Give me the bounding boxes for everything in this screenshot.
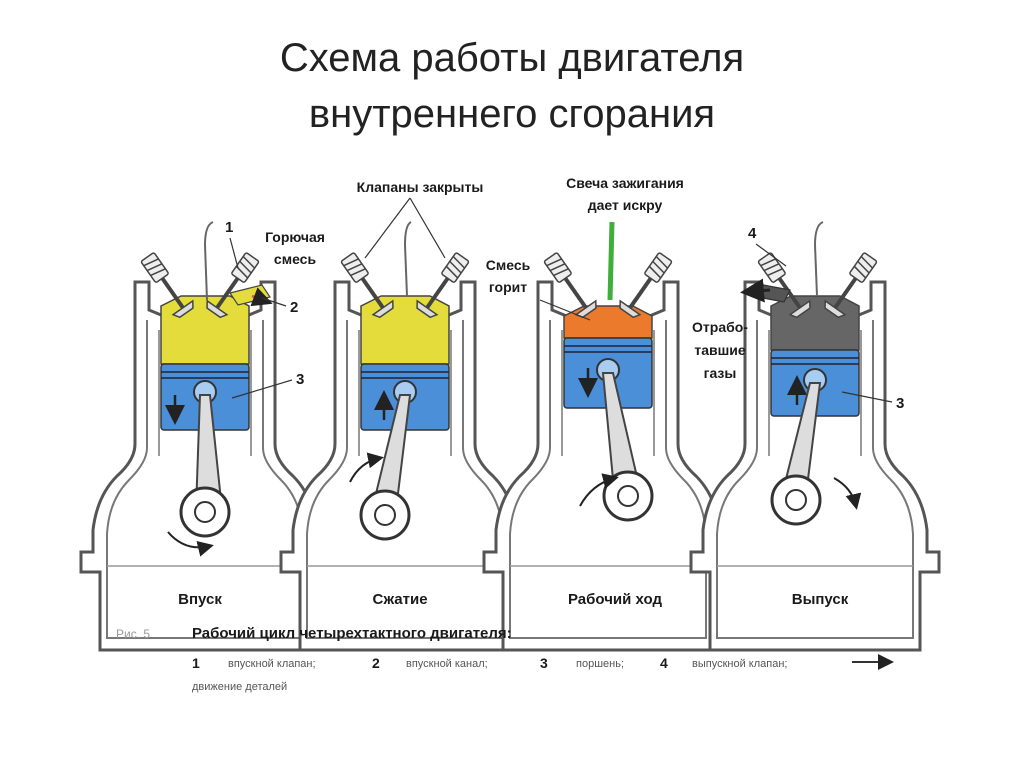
- slide-title: Схема работы двигателя внутреннего сгора…: [0, 30, 1024, 142]
- title-line-1: Схема работы двигателя: [279, 36, 745, 80]
- label-number-3-right: 3: [896, 395, 904, 412]
- cylinder-power: [482, 221, 734, 652]
- label-burning-line-1: Смесь: [486, 257, 531, 273]
- annotation-exhaust-gases: Отрабо- тавшие газы: [692, 319, 748, 381]
- mixture-compression: [360, 295, 450, 365]
- cylinder-intake: [79, 221, 331, 652]
- label-fuel-line-1: Горючая: [265, 229, 325, 245]
- label-number-3-left: 3: [296, 371, 304, 388]
- legend-number-2: 2: [372, 655, 380, 671]
- figure-prefix: Рис. 5: [116, 627, 150, 641]
- legend-text-3: поршень;: [576, 658, 624, 670]
- legend-text-4: выпускной клапан;: [692, 658, 787, 670]
- legend-number-1: 1: [192, 655, 200, 671]
- caption-compression: Сжатие: [372, 591, 427, 608]
- cylinder-exhaust: [689, 221, 941, 652]
- legend-number-3: 3: [540, 655, 548, 671]
- annotation-spark: Свеча зажигания дает искру: [566, 175, 684, 213]
- spark-plug: [607, 221, 615, 301]
- title-line-2: внутреннего сгорания: [308, 92, 716, 136]
- figure-caption: Рис. 5 Рабочий цикл четырехтактного двиг…: [116, 625, 894, 693]
- label-exhaust-line-2: тавшие: [694, 342, 746, 358]
- label-exhaust-line-3: газы: [704, 365, 737, 381]
- annotation-fuel-mixture: Горючая смесь: [265, 229, 325, 267]
- label-number-2: 2: [290, 299, 298, 316]
- legend-number-4: 4: [660, 655, 668, 671]
- caption-intake: Впуск: [178, 591, 222, 608]
- mixture-power: [563, 305, 653, 339]
- label-burning-line-2: горит: [489, 279, 527, 295]
- annotation-burning-mixture: Смесь горит: [486, 257, 591, 321]
- mixture-intake: [160, 295, 250, 365]
- caption-exhaust: Выпуск: [792, 591, 849, 608]
- mixture-exhaust: [770, 295, 860, 351]
- label-fuel-line-2: смесь: [274, 251, 317, 267]
- figure-title: Рабочий цикл четырехтактного двигателя:: [192, 625, 512, 642]
- legend-text-1: впускной клапан;: [228, 658, 316, 670]
- label-spark-line-2: дает искру: [588, 197, 663, 213]
- legend-text-2: впускной канал;: [406, 658, 488, 670]
- caption-power: Рабочий ход: [568, 591, 662, 608]
- label-valves-closed: Клапаны закрыты: [357, 179, 484, 195]
- legend-motion-text: движение деталей: [192, 681, 287, 693]
- label-number-1: 1: [225, 219, 233, 236]
- label-exhaust-line-1: Отрабо-: [692, 319, 748, 335]
- annotation-valves-closed: Клапаны закрыты: [357, 179, 484, 259]
- cylinder-compression: [279, 221, 531, 652]
- label-number-4: 4: [748, 225, 757, 242]
- label-spark-line-1: Свеча зажигания: [566, 175, 684, 191]
